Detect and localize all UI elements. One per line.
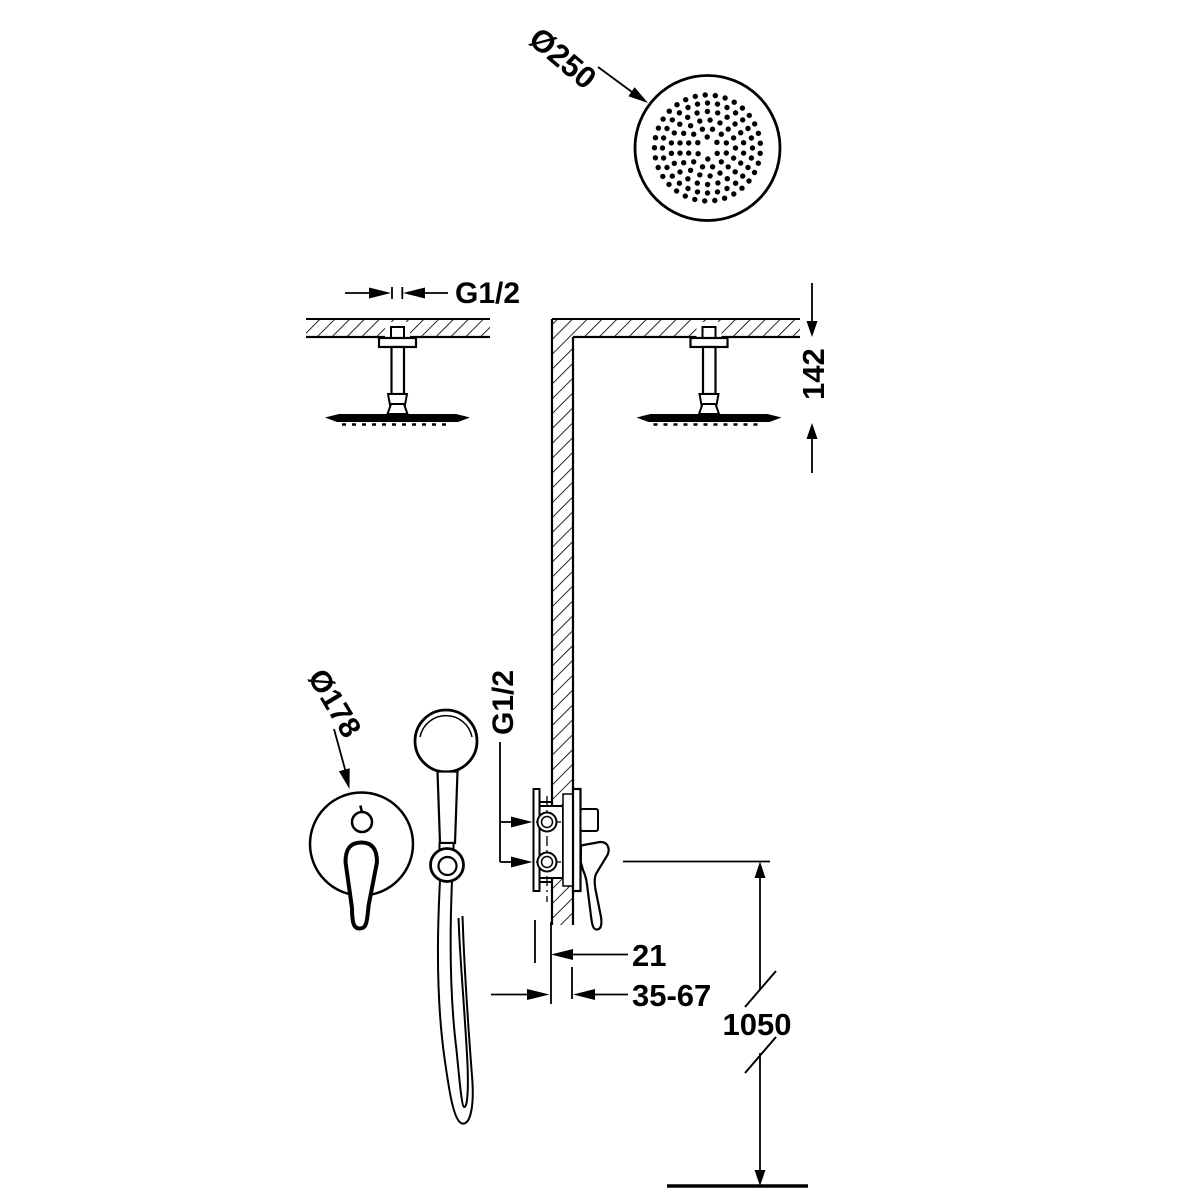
ceiling-section-right bbox=[552, 318, 800, 339]
shower-head-face-view bbox=[633, 74, 782, 222]
shower-holder-ring bbox=[429, 847, 465, 883]
rough-in-depth-label: 35-67 bbox=[632, 978, 711, 1013]
leader-arrowhead bbox=[511, 816, 533, 828]
trim-offset-label: 21 bbox=[632, 938, 666, 973]
mixer-trim-front-view bbox=[308, 791, 415, 931]
hand-shower bbox=[413, 708, 479, 883]
shower-head-side-left bbox=[325, 414, 470, 426]
shower-head-side-right bbox=[636, 414, 782, 426]
dim-trim-offset: 21 bbox=[534, 920, 666, 1004]
leader-line bbox=[597, 66, 633, 93]
valve-port-top bbox=[536, 811, 558, 833]
dim-arrowhead bbox=[527, 989, 550, 1000]
dim-valve-connection: G1/2 bbox=[487, 670, 533, 868]
dim-arrowhead bbox=[403, 287, 425, 299]
spray-holes bbox=[651, 92, 763, 204]
hose-outer-line bbox=[436, 880, 474, 1125]
leader-arrowhead bbox=[628, 87, 648, 103]
dim-arrowhead bbox=[806, 423, 818, 439]
hand-shower-head bbox=[413, 708, 479, 774]
dim-arm-connection: G1/2 bbox=[345, 277, 520, 310]
dim-arrowhead bbox=[806, 321, 818, 337]
diverter-knob-side bbox=[579, 808, 599, 832]
leader-line bbox=[333, 728, 347, 772]
dim-valve-height: 1050 bbox=[623, 860, 792, 1186]
shower-hose bbox=[436, 880, 474, 1125]
valve-port-bottom bbox=[536, 851, 558, 873]
hand-shower-rim bbox=[419, 714, 473, 738]
dim-arrowhead bbox=[754, 861, 766, 878]
leader-arrowhead bbox=[338, 768, 350, 789]
ceiling-distance-label: 142 bbox=[796, 348, 831, 400]
valve-height-label: 1050 bbox=[723, 1007, 792, 1042]
break-slash bbox=[744, 970, 777, 1008]
dim-ceiling-distance: 142 bbox=[796, 283, 831, 473]
dim-arrowhead bbox=[754, 1170, 766, 1186]
diverter-knob-front bbox=[350, 810, 374, 834]
dim-arrowhead bbox=[369, 287, 391, 299]
hose-inner-line bbox=[449, 880, 469, 1109]
dim-arrowhead bbox=[573, 989, 595, 1000]
concealed-valve-side-view bbox=[532, 787, 610, 931]
dim-arrowhead bbox=[551, 949, 573, 960]
trim-lever-front bbox=[343, 840, 380, 931]
valve-lever-side bbox=[579, 840, 610, 931]
valve-trim-plate-side bbox=[571, 787, 582, 893]
valve-connection-label: G1/2 bbox=[487, 670, 520, 735]
shower-arm-left bbox=[377, 322, 418, 415]
leader-arrowhead bbox=[511, 856, 533, 868]
dim-rough-in-depth: 35-67 bbox=[491, 967, 711, 1013]
valve-through-wall bbox=[562, 793, 574, 887]
hand-shower-handle bbox=[436, 770, 459, 845]
arm-connection-label: G1/2 bbox=[455, 277, 520, 310]
